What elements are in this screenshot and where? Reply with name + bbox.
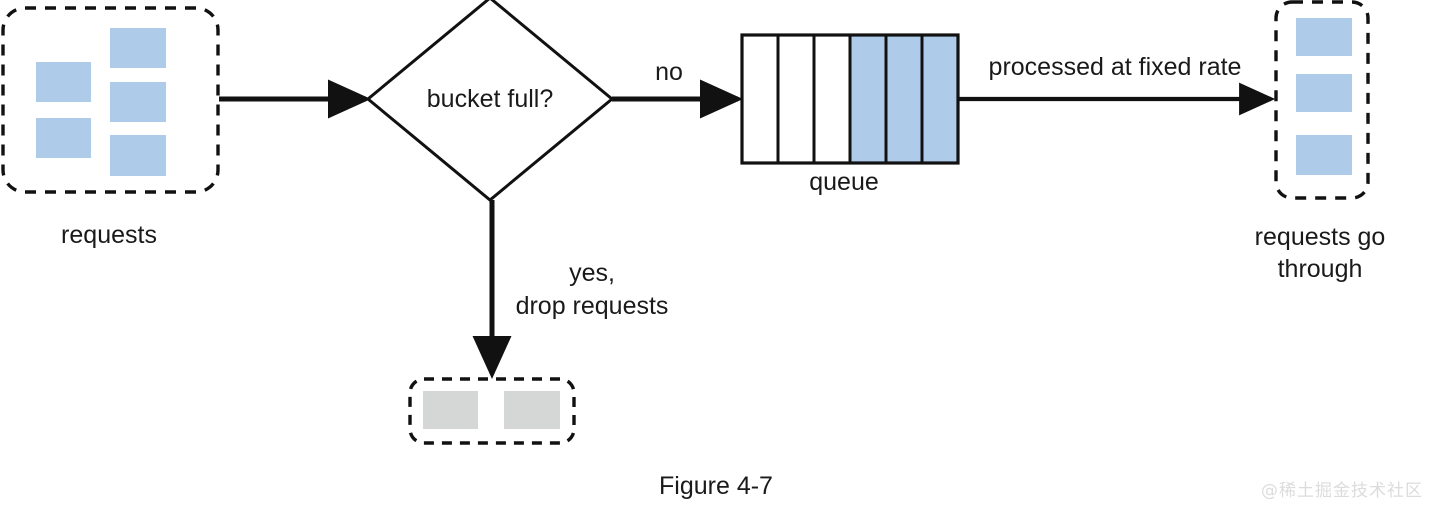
watermark: @稀土掘金技术社区 — [1261, 481, 1423, 501]
dropped-item — [423, 391, 478, 429]
request-item — [1296, 74, 1352, 112]
decision-label: bucket full? — [426, 85, 554, 113]
request-item — [36, 62, 91, 102]
request-item — [36, 118, 91, 158]
request-item — [110, 82, 166, 122]
queue-cell-filled — [886, 35, 922, 163]
outgoing-requests-label-line1: requests go — [1254, 223, 1386, 251]
request-item — [110, 135, 166, 176]
edge-label-yes-line2: drop requests — [515, 292, 669, 320]
node-incoming-requests — [1, 6, 220, 194]
node-outgoing-requests — [1274, 0, 1370, 200]
figure-caption: Figure 4-7 — [659, 472, 773, 500]
queue-label: queue — [809, 168, 879, 196]
edge-label-yes-line1: yes, — [569, 259, 615, 287]
request-item — [110, 28, 166, 68]
outgoing-requests-label-line2: through — [1277, 255, 1363, 283]
queue-cell-filled — [850, 35, 886, 163]
request-item — [1296, 18, 1352, 56]
dropped-item — [504, 391, 560, 429]
incoming-requests-label: requests — [61, 221, 157, 249]
node-queue — [740, 33, 960, 165]
queue-cell-filled — [922, 35, 958, 163]
request-item — [1296, 135, 1352, 175]
edge-label-processed-at-fixed-rate: processed at fixed rate — [988, 53, 1242, 81]
node-dropped-requests — [408, 377, 576, 445]
edge-label-no: no — [655, 58, 683, 86]
